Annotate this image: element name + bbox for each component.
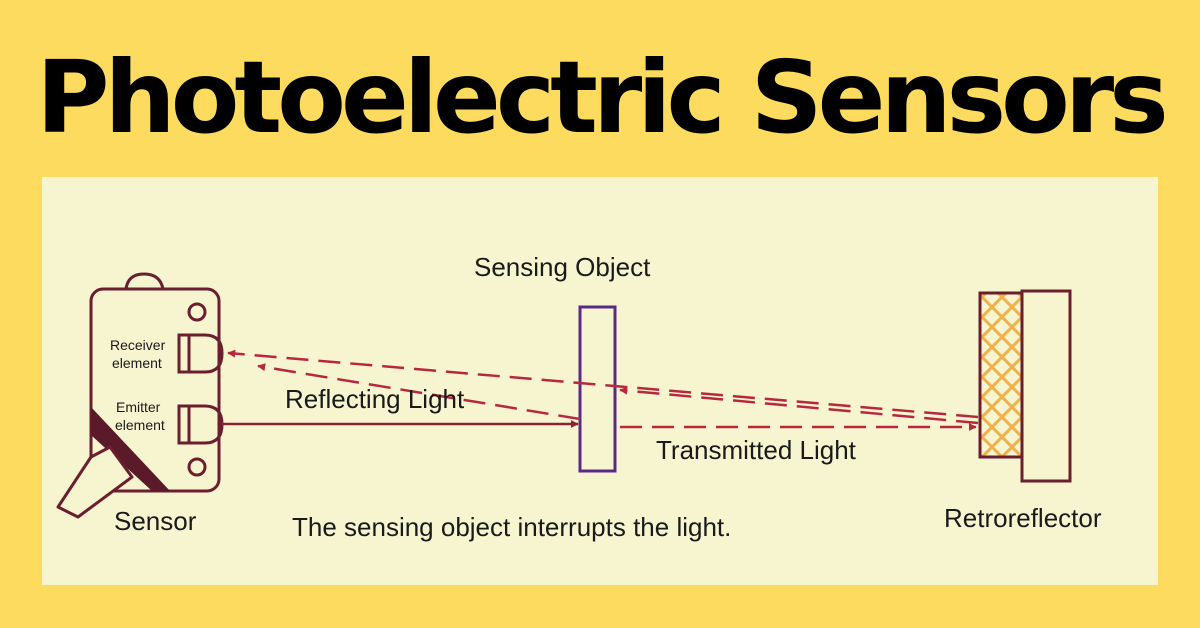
label-reflecting-light: Reflecting Light <box>285 384 465 414</box>
sensor-top-bump <box>124 272 165 290</box>
receiver-element <box>177 333 224 374</box>
retroreflector-device <box>978 289 1072 483</box>
sensor-screw-top <box>187 302 207 322</box>
label-receiver-line1: Receiver <box>110 337 166 353</box>
sensor-mounting-band <box>91 407 170 491</box>
sensor-screw-bottom <box>187 457 207 477</box>
retro-to-object-beam <box>619 386 979 425</box>
label-emitter-line2: element <box>115 417 165 433</box>
label-sensing-object: Sensing Object <box>474 252 651 282</box>
diagram-caption: The sensing object interrupts the light. <box>292 512 731 542</box>
object-reflection-beam <box>257 363 581 421</box>
emitter-element <box>177 404 224 445</box>
diagram-panel: Sensing Object Reflecting Light Transmit… <box>42 177 1158 585</box>
retroreflector-hatch <box>978 291 1024 459</box>
page-title: Photoelectric Sensors <box>36 39 1168 156</box>
label-transmitted-light: Transmitted Light <box>656 435 857 465</box>
photoelectric-diagram: Sensing Object Reflecting Light Transmit… <box>56 252 1102 542</box>
sensing-object <box>578 305 617 473</box>
sensor-cable <box>56 445 134 519</box>
label-retroreflector: Retroreflector <box>944 503 1102 533</box>
sensor-device <box>56 272 224 519</box>
retroreflector-body <box>1020 289 1072 483</box>
label-receiver-line2: element <box>112 355 162 371</box>
retro-to-receiver-beam <box>227 349 979 419</box>
label-sensor: Sensor <box>114 506 197 536</box>
label-emitter-line1: Emitter <box>116 399 161 415</box>
